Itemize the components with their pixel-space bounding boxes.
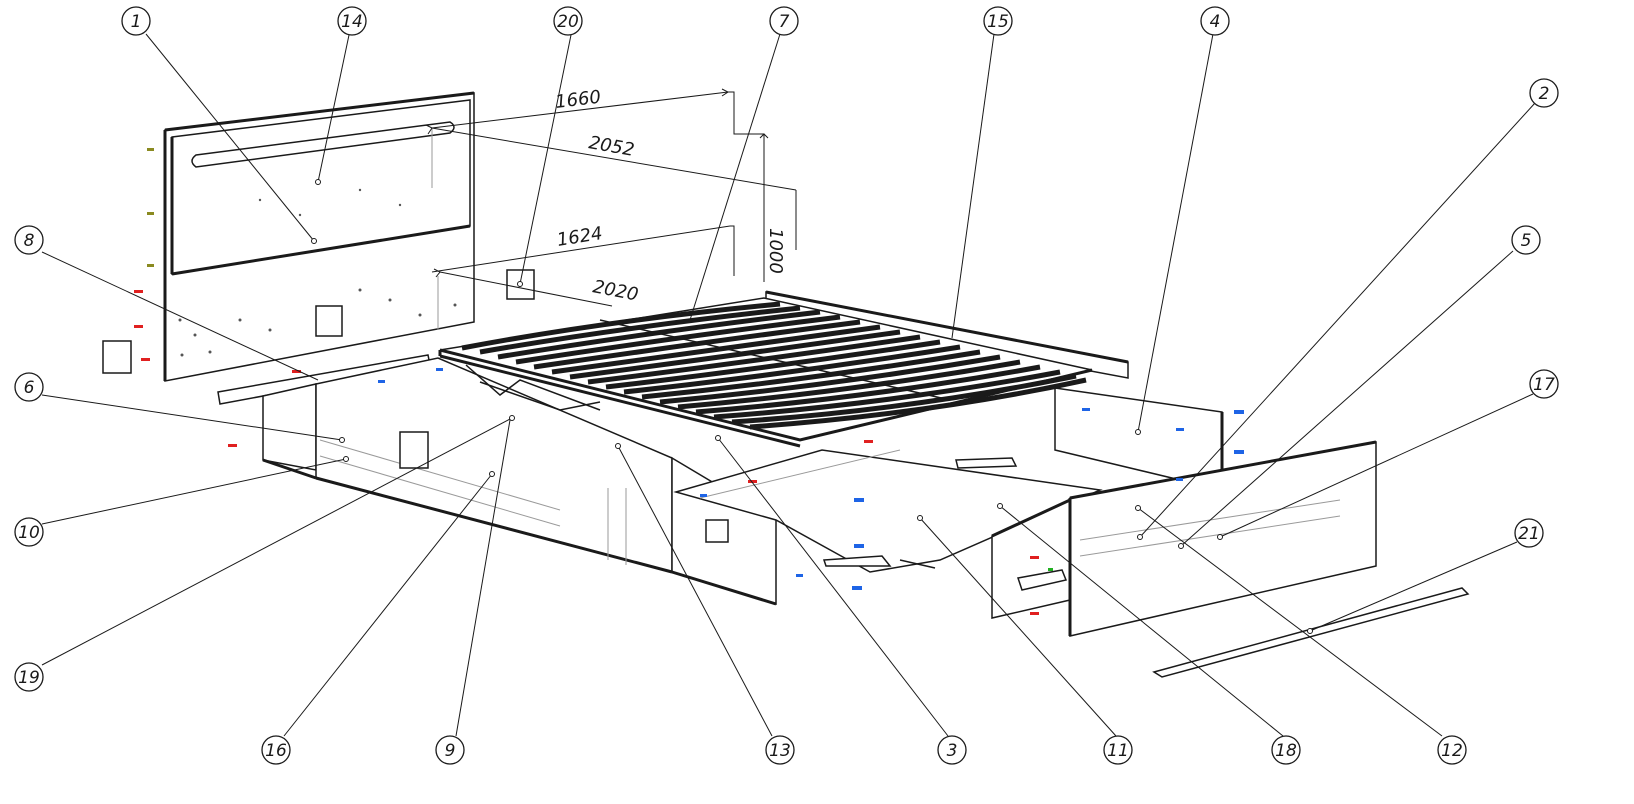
fastener-olive — [147, 148, 154, 267]
fastener-blue — [378, 368, 1244, 590]
callout-7: 7 — [769, 6, 799, 36]
svg-text:17: 17 — [1533, 375, 1555, 395]
callout-21: 21 — [1514, 518, 1544, 548]
callout-14: 14 — [337, 6, 367, 36]
svg-text:4: 4 — [1210, 12, 1221, 32]
slatted-base — [438, 297, 1093, 448]
callout-8: 8 — [14, 225, 44, 255]
headboard-holes — [178, 188, 457, 357]
svg-text:11: 11 — [1107, 741, 1129, 761]
dimension-2020: 2020 — [591, 276, 640, 305]
dimension-1000: 1000 — [765, 228, 786, 274]
callout-13: 13 — [765, 735, 795, 765]
leader-anchors — [311, 179, 1313, 634]
svg-text:20: 20 — [557, 12, 579, 32]
svg-text:9: 9 — [445, 741, 456, 761]
dimension-2052: 2052 — [587, 132, 636, 161]
fasteners — [134, 148, 1244, 615]
svg-text:10: 10 — [18, 523, 40, 543]
callout-6: 6 — [14, 372, 44, 402]
callout-2: 2 — [1529, 78, 1559, 108]
svg-text:3: 3 — [947, 741, 958, 761]
callout-3: 3 — [937, 735, 967, 765]
svg-text:7: 7 — [779, 12, 790, 32]
storage-base — [673, 449, 1103, 573]
svg-text:19: 19 — [18, 668, 40, 688]
dimension-labels: 1660 2052 1624 2020 1000 — [554, 87, 786, 306]
callout-16: 16 — [261, 735, 291, 765]
callout-5: 5 — [1511, 225, 1541, 255]
svg-text:15: 15 — [987, 12, 1009, 32]
dimension-lines — [425, 88, 797, 307]
svg-text:6: 6 — [24, 378, 35, 398]
headboard — [102, 91, 475, 382]
callout-20: 20 — [553, 6, 583, 36]
left-side-rail-drawer — [262, 357, 673, 574]
svg-text:2: 2 — [1539, 84, 1550, 104]
svg-text:13: 13 — [769, 741, 791, 761]
fastener-green — [1048, 568, 1053, 571]
callout-19: 19 — [14, 662, 44, 692]
svg-text:12: 12 — [1441, 741, 1463, 761]
svg-text:16: 16 — [265, 741, 287, 761]
svg-text:1: 1 — [131, 12, 142, 32]
callout-4: 4 — [1200, 6, 1230, 36]
svg-text:5: 5 — [1521, 231, 1532, 251]
svg-text:18: 18 — [1275, 741, 1297, 761]
callout-1: 1 — [121, 6, 151, 36]
leader-lines — [41, 33, 1536, 737]
dimension-1660: 1660 — [554, 87, 602, 113]
callout-bubbles: 1 14 20 7 15 4 2 5 — [14, 6, 1559, 765]
right-drawer-assembly — [991, 440, 1377, 637]
callout-9: 9 — [435, 735, 465, 765]
svg-text:21: 21 — [1518, 524, 1540, 544]
callout-15: 15 — [983, 6, 1013, 36]
svg-text:14: 14 — [341, 12, 363, 32]
svg-text:8: 8 — [24, 231, 35, 251]
callout-17: 17 — [1529, 369, 1559, 399]
callout-10: 10 — [14, 517, 44, 547]
callout-11: 11 — [1103, 735, 1133, 765]
fastener-red — [134, 290, 1039, 615]
callout-12: 12 — [1437, 735, 1467, 765]
callout-18: 18 — [1271, 735, 1301, 765]
slats — [461, 301, 1087, 430]
